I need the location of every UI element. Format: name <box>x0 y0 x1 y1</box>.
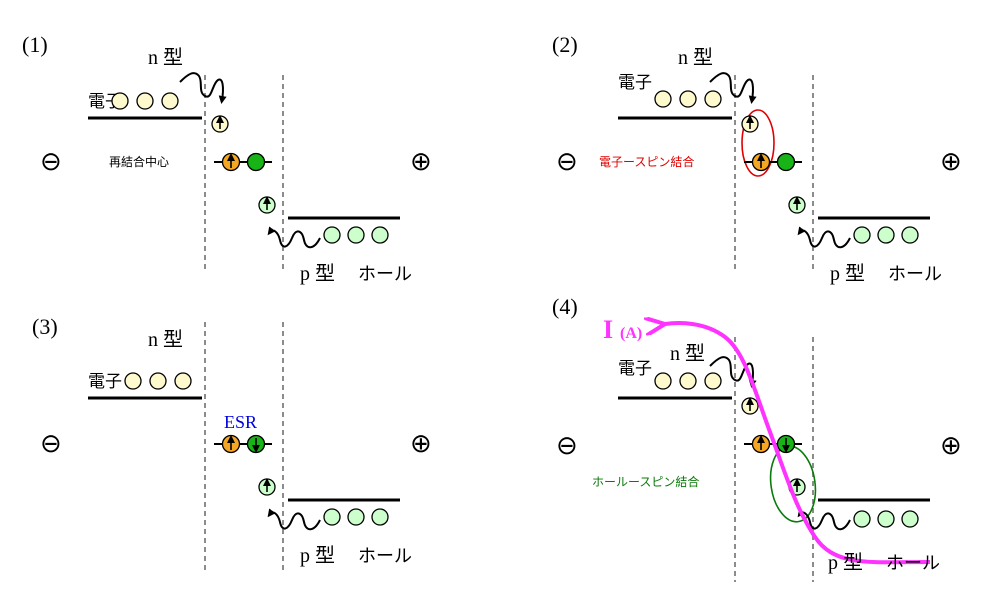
electron-dot <box>704 90 722 108</box>
esr-label: ESR <box>224 412 257 432</box>
n-type-label: n 型 <box>148 328 183 351</box>
current-unit: (A) <box>620 325 642 342</box>
photon-wave-arrow <box>267 508 321 531</box>
electron-dot <box>111 92 129 110</box>
panel-1: (1) n 型 電子 再結合中心 ⊖ ⊕ p 型 ホール <box>22 32 432 285</box>
panel-number: (1) <box>22 32 48 57</box>
hole-dot <box>347 508 365 526</box>
hole-dot <box>853 226 871 244</box>
recomb-center-green <box>776 152 796 172</box>
minus-electrode: ⊖ <box>556 147 578 177</box>
panel-3: (3) n 型 電子 ESR ⊖ ⊕ p 型 ホール <box>32 314 432 572</box>
recombination-center-label: 再結合中心 <box>109 154 169 169</box>
electron-dot <box>161 92 179 110</box>
hole-dot <box>371 226 389 244</box>
electron-spin-coupling-ellipse <box>741 109 775 177</box>
hole-spin-coupling-label: ホールースピン結合 <box>592 474 699 489</box>
electron-dot <box>136 92 154 110</box>
hole-dot <box>901 510 919 528</box>
n-type-label: n 型 <box>670 342 705 365</box>
electron-dot <box>704 372 722 390</box>
electron-label: 電子 <box>618 73 652 93</box>
p-type-label: p 型 <box>300 262 335 285</box>
plus-electrode: ⊕ <box>940 431 962 461</box>
electron-dot <box>124 372 142 390</box>
plus-electrode: ⊕ <box>410 429 432 459</box>
plus-electrode: ⊕ <box>410 147 432 177</box>
hole-dot <box>877 510 895 528</box>
hole-dot <box>323 226 341 244</box>
photon-wave-arrow <box>709 356 757 388</box>
p-type-label: p 型 <box>830 262 865 285</box>
minus-electrode: ⊖ <box>40 429 62 459</box>
photon-wave-arrow <box>179 72 227 104</box>
hole-label: ホール <box>358 264 412 285</box>
n-type-label: n 型 <box>678 46 713 69</box>
panel-number: (2) <box>552 32 578 57</box>
electron-dot <box>149 372 167 390</box>
electron-spin-coupling-label: 電子ースピン結合 <box>599 154 694 169</box>
panel-number: (4) <box>552 294 578 319</box>
photon-wave-arrow <box>709 72 757 104</box>
n-type-label: n 型 <box>148 46 183 69</box>
electron-dot <box>654 90 672 108</box>
hole-label: ホール <box>888 264 942 285</box>
electron-dot <box>679 90 697 108</box>
hole-label: ホール <box>886 553 940 574</box>
recomb-center-green <box>246 152 266 172</box>
photon-wave-arrow <box>797 226 851 249</box>
photon-wave-arrow <box>797 508 851 531</box>
hole-dot <box>371 508 389 526</box>
hole-dot <box>853 510 871 528</box>
hole-label: ホール <box>358 546 412 567</box>
current-symbol: I <box>603 315 613 344</box>
hole-dot <box>901 226 919 244</box>
electron-label: 電子 <box>618 359 652 379</box>
current-flow-curve <box>665 323 931 565</box>
hole-dot <box>877 226 895 244</box>
electron-dot <box>174 372 192 390</box>
electron-label: 電子 <box>88 372 122 392</box>
electron-dot <box>679 372 697 390</box>
electron-dot <box>654 372 672 390</box>
plus-electrode: ⊕ <box>940 147 962 177</box>
p-type-label: p 型 <box>300 544 335 567</box>
panel-2: (2) n 型 電子 電子ースピン結合 ⊖ ⊕ p 型 ホール <box>552 32 962 285</box>
panel-number: (3) <box>32 314 58 339</box>
hole-dot <box>323 508 341 526</box>
hole-dot <box>347 226 365 244</box>
photon-wave-arrow <box>267 226 321 249</box>
minus-electrode: ⊖ <box>40 147 62 177</box>
minus-electrode: ⊖ <box>556 431 578 461</box>
panel-4: (4) n 型 電子 ホールースピン結合 ⊖ ⊕ I (A) p 型 ホール <box>552 294 962 582</box>
p-type-label: p 型 <box>828 551 863 574</box>
